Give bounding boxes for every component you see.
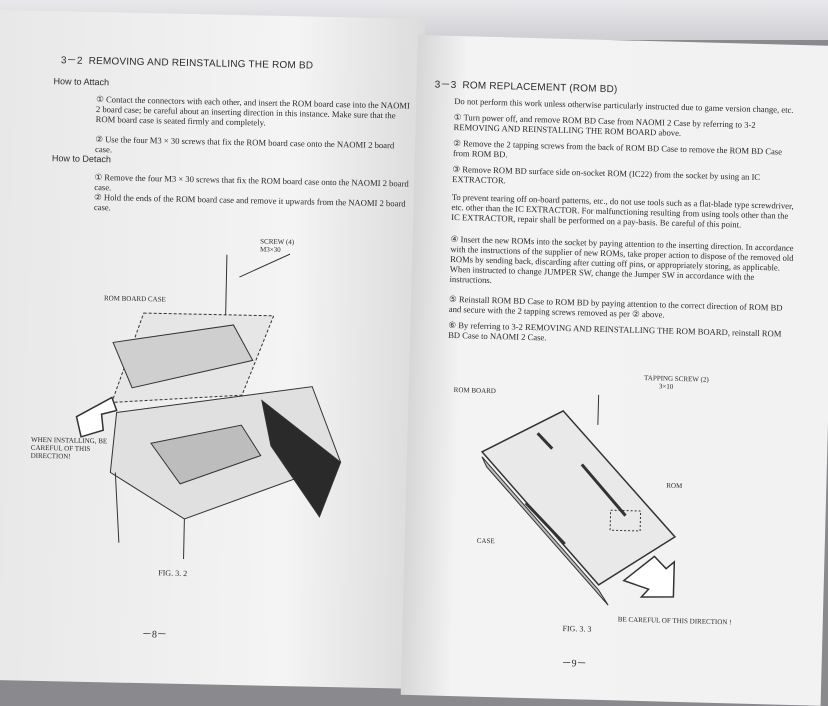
figure-caption: FIG. 3. 3	[562, 623, 592, 634]
rom-board-case-drawing	[75, 253, 342, 559]
left-page: 3－2 REMOVING AND REINSTALLING THE ROM BD…	[0, 10, 425, 689]
figure-caption: FIG. 3. 2	[158, 568, 188, 579]
page-number: －8－	[141, 629, 168, 641]
right-page: 3－3 ROM REPLACEMENT (ROM BD) Do not perf…	[400, 35, 828, 706]
page-number: －9－	[561, 657, 587, 670]
rom-board-drawing	[480, 394, 677, 606]
